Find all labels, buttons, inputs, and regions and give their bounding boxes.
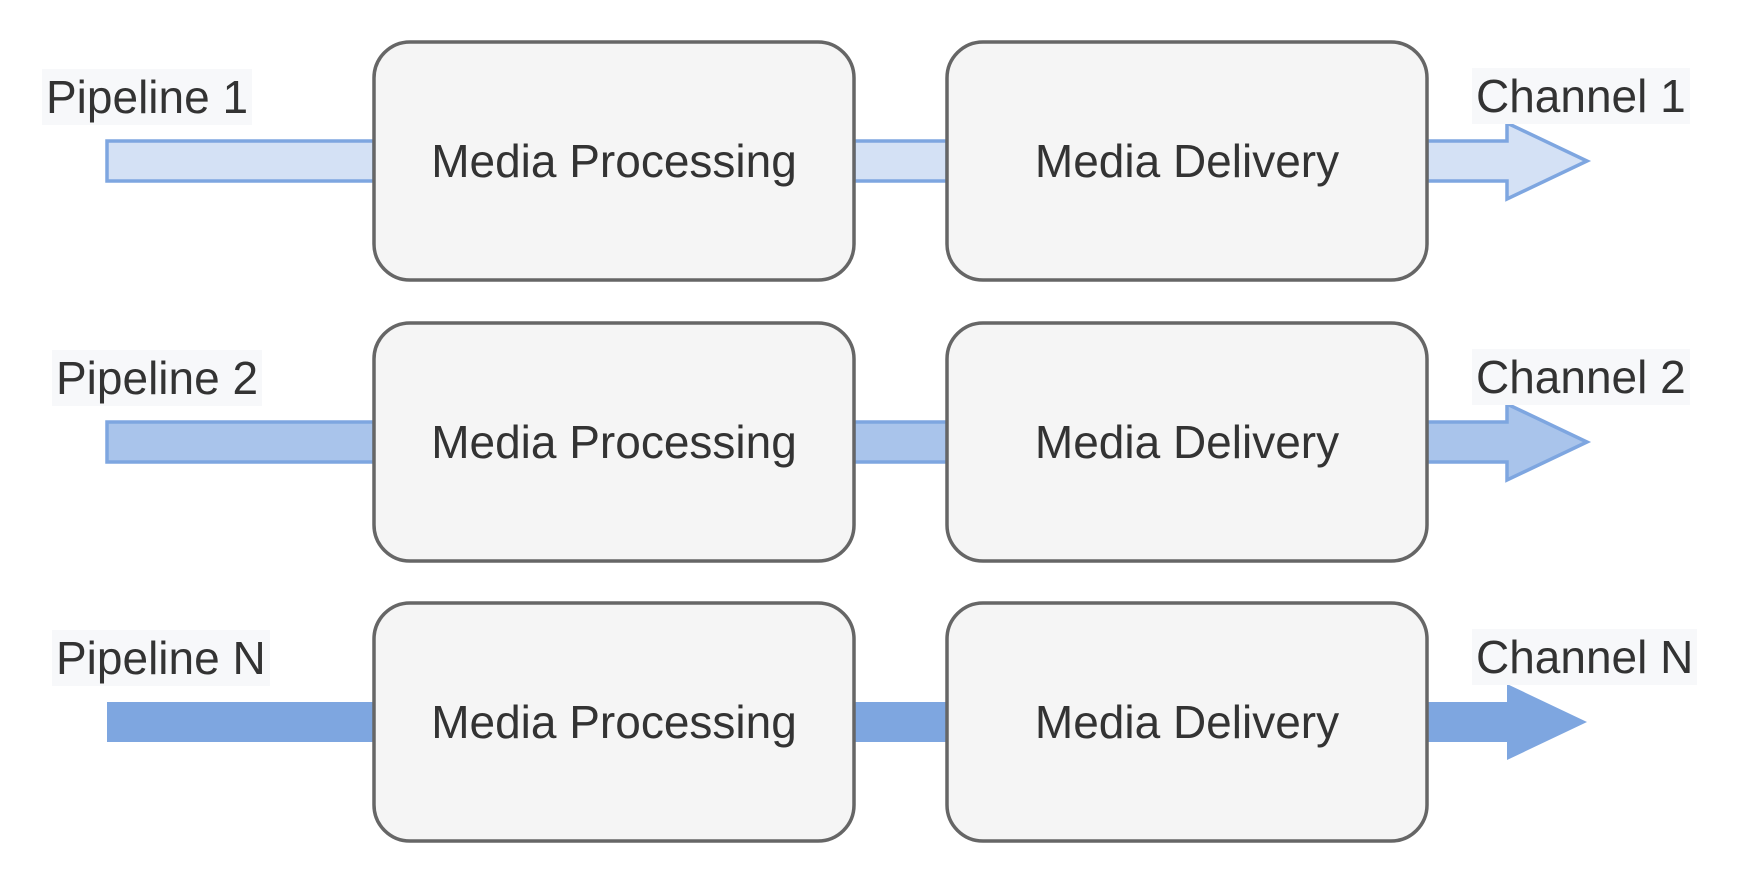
- media-delivery-box-label: Media Delivery: [1035, 135, 1339, 187]
- media-processing-box-label: Media Processing: [431, 135, 797, 187]
- pipeline-label: Pipeline 1: [42, 69, 253, 125]
- media-processing-box-label: Media Processing: [431, 416, 797, 468]
- media-delivery-box: [945, 40, 1429, 282]
- channel-output-arrow: [1425, 401, 1592, 483]
- media-processing-box: [372, 40, 856, 282]
- stage-connector-arrow: [852, 420, 949, 464]
- media-processing-box-label: Media Processing: [431, 696, 797, 748]
- media-delivery-box: [945, 321, 1429, 563]
- pipeline-input-arrow: [105, 420, 376, 464]
- pipeline-input-arrow: [107, 702, 374, 742]
- media-delivery-box: [945, 601, 1429, 843]
- channel-label: Channel 2: [1472, 349, 1690, 405]
- media-processing-box: [372, 601, 856, 843]
- channel-label: Channel 1: [1472, 68, 1690, 124]
- media-processing-box: [372, 321, 856, 563]
- stage-connector-arrow: [852, 139, 949, 183]
- pipeline-input-arrow: [105, 139, 376, 183]
- pipeline-label: Pipeline N: [52, 630, 270, 686]
- pipeline-label: Pipeline 2: [52, 350, 263, 406]
- media-delivery-box-label: Media Delivery: [1035, 696, 1339, 748]
- channel-output-arrow: [1425, 120, 1592, 202]
- channel-label: Channel N: [1472, 629, 1698, 685]
- channel-output-arrow: [1427, 684, 1587, 760]
- media-delivery-box-label: Media Delivery: [1035, 416, 1339, 468]
- stage-connector-arrow: [854, 702, 947, 742]
